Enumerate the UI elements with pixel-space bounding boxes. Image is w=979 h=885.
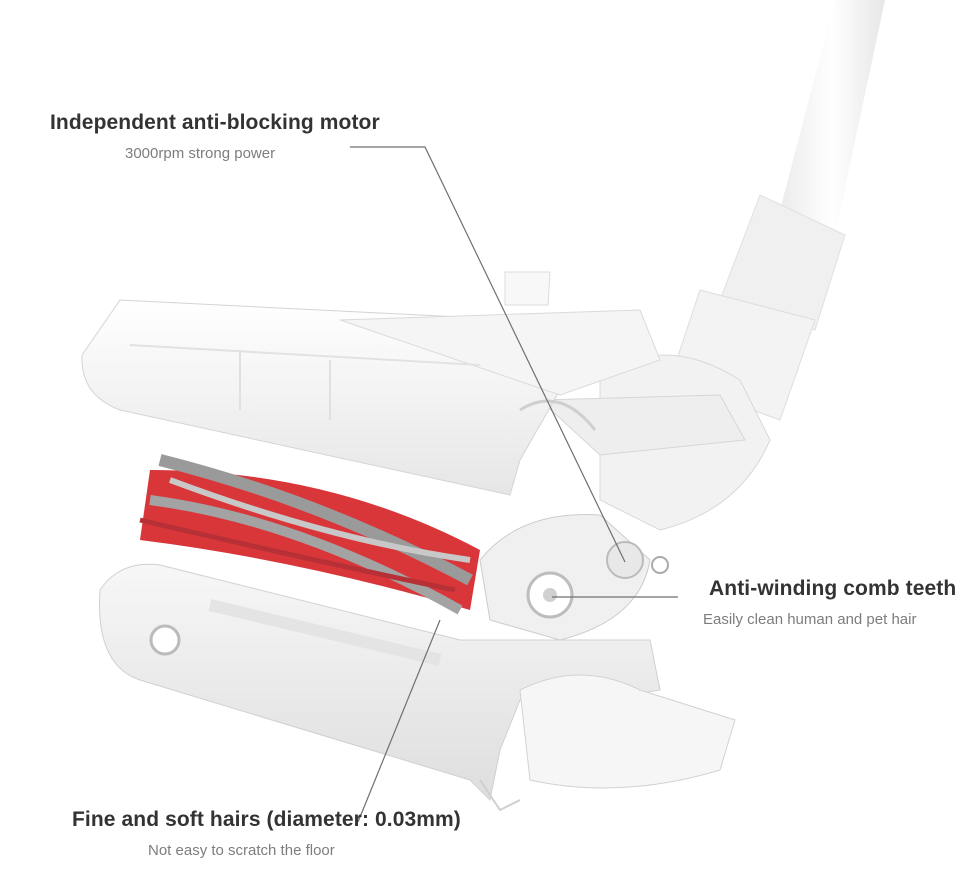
hairs-callout-subtitle: Not easy to scratch the floor xyxy=(148,842,335,859)
neck-joint xyxy=(538,354,771,531)
hairs-callout-title: Fine and soft hairs (diameter: 0.03mm) xyxy=(72,808,461,831)
comb-callout-subtitle: Easily clean human and pet hair xyxy=(703,611,917,628)
leader-lines xyxy=(350,146,678,823)
leader-line-motor xyxy=(350,146,626,563)
roller-brush xyxy=(139,454,480,615)
comb-callout-title: Anti-winding comb teeth xyxy=(709,577,957,600)
comb-end-cap xyxy=(479,514,669,641)
top-cover xyxy=(81,271,661,496)
leader-line-hairs xyxy=(357,619,441,823)
motor-callout-title: Independent anti-blocking motor xyxy=(50,111,380,134)
wand-tube xyxy=(669,0,885,421)
motor-callout-subtitle: 3000rpm strong power xyxy=(125,145,276,162)
base-housing xyxy=(99,563,736,812)
